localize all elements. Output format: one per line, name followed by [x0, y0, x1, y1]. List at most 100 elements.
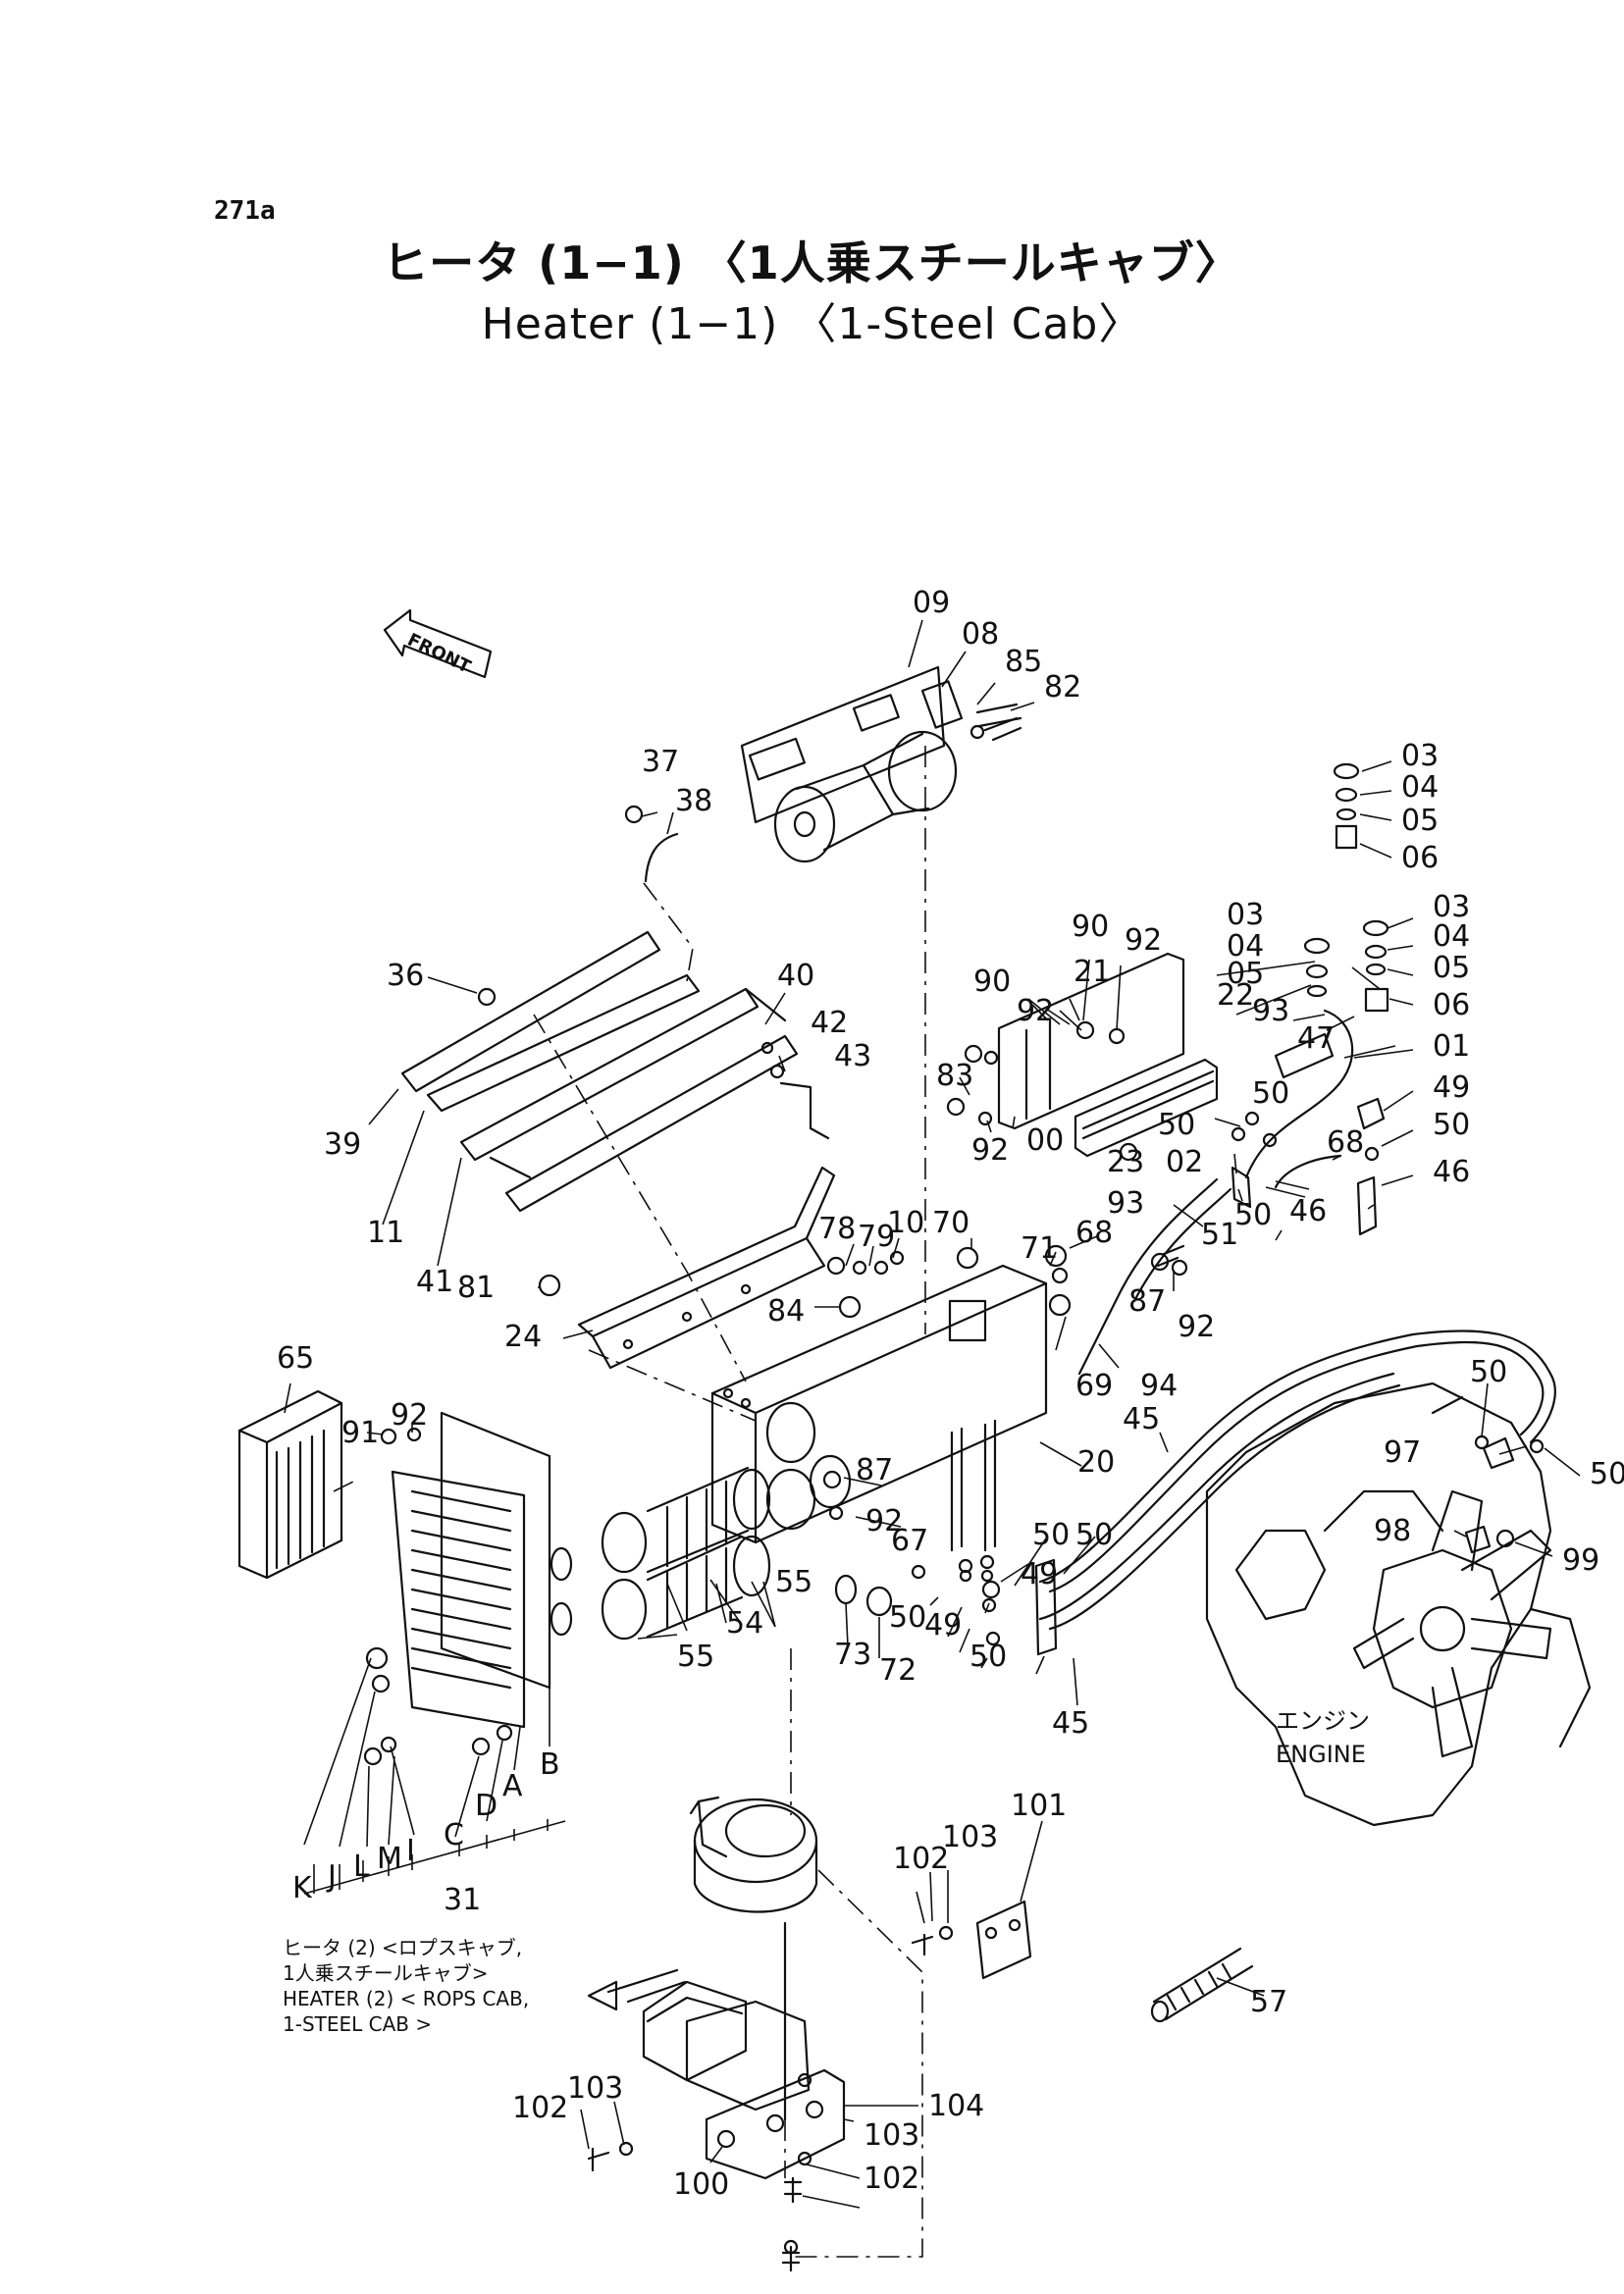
- callout-68a: 68: [1327, 1125, 1364, 1160]
- callout-94: 94: [1140, 1369, 1178, 1403]
- callout-100: 100: [673, 2167, 729, 2202]
- callout-101: 101: [1011, 1789, 1067, 1823]
- callout-50f: 50: [1590, 1457, 1624, 1491]
- engine-label-en: ENGINE: [1276, 1741, 1366, 1768]
- note-line-4: 1-STEEL CAB >: [283, 2012, 433, 2036]
- callout-02: 02: [1166, 1145, 1203, 1179]
- callout-03a: 03: [1401, 739, 1439, 773]
- callout-50c: 50: [1234, 1198, 1272, 1232]
- callout-23: 23: [1107, 1145, 1144, 1179]
- callout-67: 67: [891, 1524, 928, 1558]
- callout-50a: 50: [1433, 1108, 1470, 1142]
- water-valve-and-hoses: [1077, 1009, 1386, 1376]
- callout-42: 42: [811, 1006, 848, 1040]
- callout-50h: 50: [1075, 1518, 1113, 1552]
- heater-case-20: [710, 1264, 1048, 1544]
- callout-C: C: [444, 1818, 464, 1852]
- callout-45b: 45: [1052, 1706, 1089, 1741]
- page-id: 271a: [214, 196, 276, 226]
- callout-102b: 102: [512, 2091, 568, 2125]
- front-label: FRONT: [404, 630, 475, 678]
- callout-06a: 06: [1401, 841, 1439, 875]
- callout-05a: 05: [1401, 804, 1439, 838]
- callout-06c: 06: [1433, 988, 1470, 1022]
- callout-04c: 04: [1433, 919, 1470, 954]
- callout-104: 104: [928, 2089, 984, 2123]
- callout-M: M: [377, 1842, 402, 1876]
- callout-51: 51: [1201, 1218, 1238, 1252]
- callout-31: 31: [444, 1883, 481, 1917]
- callout-55b: 55: [677, 1640, 714, 1674]
- callout-04a: 04: [1401, 770, 1439, 805]
- callout-84: 84: [767, 1294, 805, 1329]
- callout-93a: 93: [1252, 994, 1289, 1028]
- callout-57: 57: [1250, 1985, 1287, 2019]
- callout-102c: 102: [864, 2162, 919, 2196]
- callout-05c: 05: [1433, 951, 1470, 985]
- title-japanese: ヒータ (1−1) 〈1人乗スチールキャブ〉: [383, 236, 1241, 289]
- control-knobs: [1303, 762, 1389, 1013]
- callout-50e: 50: [1470, 1355, 1507, 1389]
- callout-49b: 49: [1021, 1557, 1058, 1591]
- callout-38: 38: [675, 784, 712, 818]
- callout-85: 85: [1005, 645, 1042, 679]
- note-line-3: HEATER (2) < ROPS CAB,: [283, 1987, 530, 2010]
- callout-93b: 93: [1107, 1186, 1144, 1221]
- front-arrow-icon: [383, 608, 493, 679]
- callout-68b: 68: [1075, 1216, 1113, 1250]
- callout-103c: 103: [864, 2118, 919, 2153]
- callout-50j: 50: [969, 1640, 1007, 1674]
- heater-core-21: [997, 952, 1219, 1162]
- callout-50g: 50: [1032, 1518, 1070, 1552]
- callout-50d: 50: [1252, 1076, 1289, 1111]
- air-filter-65: [237, 1389, 343, 1580]
- callout-98: 98: [1374, 1514, 1411, 1548]
- callout-K: K: [292, 1871, 313, 1905]
- callout-L: L: [353, 1850, 370, 1884]
- plate-24: [577, 1081, 836, 1370]
- callout-21: 21: [1074, 955, 1111, 989]
- callout-22: 22: [1217, 978, 1254, 1013]
- callout-41: 41: [416, 1265, 453, 1299]
- callout-90b: 90: [973, 965, 1011, 999]
- callout-54: 54: [726, 1606, 763, 1641]
- blower-motor-assembly: [740, 665, 1022, 863]
- callout-79: 79: [858, 1220, 895, 1254]
- callout-11: 11: [367, 1216, 404, 1250]
- cross-reference-note: ヒータ (2) <ロプスキャブ, 1人乗スチールキャブ> HEATER (2) …: [283, 1935, 529, 2037]
- leader-lines: [284, 619, 1581, 2209]
- callout-78: 78: [818, 1212, 856, 1246]
- callout-87b: 87: [856, 1453, 893, 1487]
- duct-panels: [400, 930, 799, 1213]
- callout-46b: 46: [1433, 1155, 1470, 1189]
- callout-00: 00: [1026, 1123, 1064, 1158]
- callout-55a: 55: [775, 1565, 812, 1599]
- callout-43: 43: [834, 1039, 871, 1073]
- title-english: Heater (1−1) 〈1-Steel Cab〉: [481, 299, 1143, 349]
- coolant-pipes: [950, 1329, 1556, 1656]
- note-line-1: ヒータ (2) <ロプスキャブ,: [283, 1936, 523, 1959]
- callout-40: 40: [777, 959, 814, 993]
- callout-45a: 45: [1123, 1402, 1160, 1436]
- callout-90a: 90: [1072, 910, 1109, 944]
- flexible-ducts: [601, 1466, 771, 1641]
- callout-92a: 92: [1125, 923, 1162, 958]
- callout-05b: 05: [1227, 957, 1264, 991]
- callout-A: A: [502, 1769, 523, 1803]
- callout-20: 20: [1077, 1445, 1115, 1480]
- callout-81: 81: [457, 1271, 495, 1305]
- callout-92d: 92: [1178, 1310, 1215, 1344]
- callout-I: I: [406, 1834, 415, 1868]
- callout-46a: 46: [1289, 1194, 1327, 1228]
- callout-91: 91: [341, 1416, 379, 1450]
- callout-49c: 49: [924, 1608, 962, 1642]
- callout-102a: 102: [893, 1842, 949, 1876]
- callout-97: 97: [1384, 1435, 1421, 1470]
- callout-92c: 92: [971, 1133, 1009, 1168]
- callout-70: 70: [932, 1206, 969, 1240]
- callout-103a: 103: [942, 1820, 998, 1854]
- callout-24: 24: [504, 1320, 542, 1354]
- callout-92b: 92: [1017, 994, 1054, 1028]
- callout-39: 39: [324, 1127, 361, 1162]
